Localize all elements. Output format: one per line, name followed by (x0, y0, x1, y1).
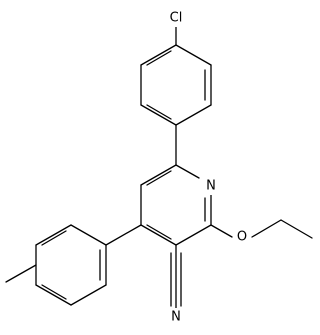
nitrile-nitrogen-label: N (171, 310, 181, 325)
atom-nitrile-nitrogen: N (167, 308, 185, 326)
atom-chlorine: Cl (165, 9, 187, 27)
methyl-bond (5, 264, 37, 283)
ether-oxygen-label: O (237, 230, 247, 245)
nitrile-group (170, 244, 182, 309)
tolyl-ring (35, 224, 107, 306)
ring-nitrogen-label: N (206, 179, 216, 194)
aryl-pyridine-bond-left (105, 224, 142, 246)
pyridine-ring (140, 164, 212, 246)
atom-ether-oxygen: O (233, 228, 251, 246)
atom-ring-nitrogen: N (202, 177, 220, 195)
chlorophenyl-ring (140, 44, 212, 126)
chlorine-label: Cl (170, 11, 183, 26)
ethoxy-group (210, 219, 313, 239)
